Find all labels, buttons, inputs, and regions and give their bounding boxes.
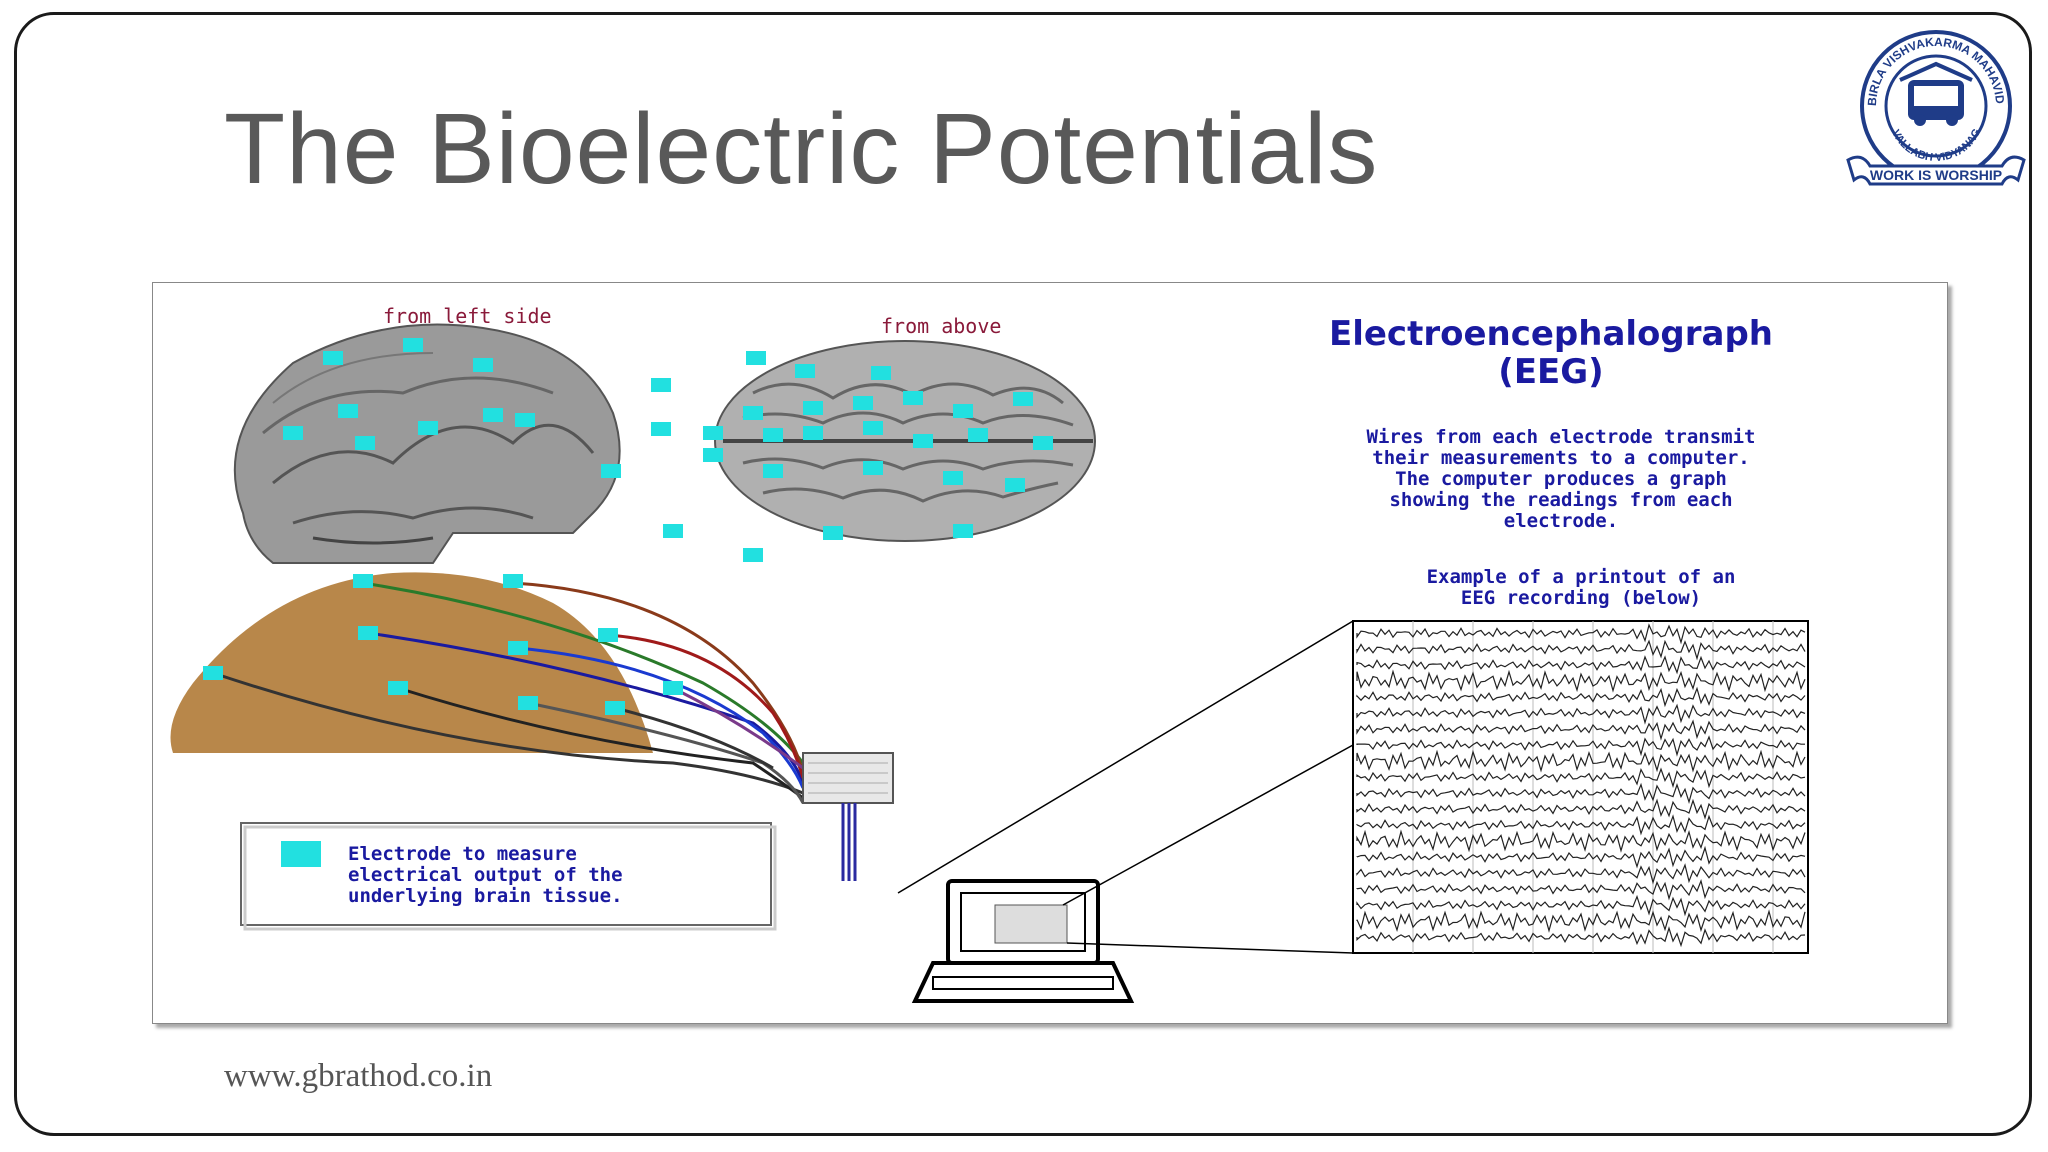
electrode-marker bbox=[651, 422, 671, 436]
electrodes bbox=[203, 338, 1053, 715]
brain-top-view bbox=[714, 340, 1096, 542]
electrode-marker bbox=[651, 378, 671, 392]
eeg-printout bbox=[1352, 620, 1809, 954]
description-line: Wires from each electrode transmit bbox=[1367, 426, 1756, 448]
brain-side-view bbox=[233, 323, 621, 564]
label-left-view: from left side bbox=[383, 304, 552, 328]
electrode-marker bbox=[953, 524, 973, 538]
electrode-marker bbox=[743, 548, 763, 562]
electrode-marker bbox=[515, 413, 535, 427]
electrode-marker bbox=[871, 366, 891, 380]
electrode-marker bbox=[598, 628, 618, 642]
eeg-trace bbox=[1356, 845, 1806, 869]
eeg-trace bbox=[1356, 926, 1806, 948]
logo-motto: WORK IS WORSHIP bbox=[1870, 167, 2002, 183]
electrode-marker bbox=[803, 401, 823, 415]
legend-line: underlying brain tissue. bbox=[348, 885, 623, 907]
slide-title: The Bioelectric Potentials bbox=[224, 93, 1379, 205]
electrode-marker bbox=[403, 338, 423, 352]
eeg-trace bbox=[1356, 863, 1806, 885]
legend-line: Electrode to measure bbox=[348, 843, 577, 865]
eeg-trace bbox=[1356, 686, 1806, 708]
eeg-trace bbox=[1356, 829, 1806, 853]
electrode-marker bbox=[503, 574, 523, 588]
footer-url: www.gbrathod.co.in bbox=[224, 1058, 493, 1094]
eeg-trace bbox=[1356, 879, 1806, 901]
electrode-legend-icon bbox=[281, 841, 321, 867]
electrode-marker bbox=[418, 421, 438, 435]
legend-box: Electrode to measure electrical output o… bbox=[240, 822, 777, 931]
eeg-trace bbox=[1356, 655, 1806, 675]
legend-line: electrical output of the bbox=[348, 864, 623, 886]
electrode-marker bbox=[473, 358, 493, 372]
electrode-marker bbox=[283, 426, 303, 440]
electrode-marker bbox=[703, 426, 723, 440]
electrode-marker bbox=[953, 404, 973, 418]
description-line: The computer produces a graph bbox=[1395, 468, 1727, 490]
eeg-trace bbox=[1356, 623, 1806, 645]
electrode-marker bbox=[763, 464, 783, 478]
electrode-marker bbox=[943, 471, 963, 485]
eeg-trace bbox=[1356, 782, 1806, 804]
electrode-marker bbox=[353, 574, 373, 588]
electrode-marker bbox=[795, 364, 815, 378]
electrode-marker bbox=[863, 421, 883, 435]
electrode-marker bbox=[518, 696, 538, 710]
eeg-trace bbox=[1356, 749, 1806, 773]
electrode-marker bbox=[388, 681, 408, 695]
electrode-marker bbox=[483, 408, 503, 422]
electrode-marker bbox=[508, 641, 528, 655]
electrode-marker bbox=[968, 428, 988, 442]
electrode-marker bbox=[358, 626, 378, 640]
electrode-marker bbox=[323, 351, 343, 365]
electrode-marker bbox=[355, 436, 375, 450]
electrode-marker bbox=[853, 396, 873, 410]
electrode-marker bbox=[1033, 436, 1053, 450]
eeg-diagram: from left side from above bbox=[152, 282, 1948, 1024]
college-logo: BIRLA VISHVAKARMA MAHAVIDYALAYA VALLABH … bbox=[1840, 28, 2026, 186]
electrode-marker bbox=[763, 428, 783, 442]
eeg-trace bbox=[1356, 814, 1806, 836]
eeg-trace bbox=[1356, 639, 1806, 661]
electrode-marker bbox=[913, 434, 933, 448]
electrode-marker bbox=[203, 666, 223, 680]
eeg-trace bbox=[1356, 669, 1806, 693]
electrode-marker bbox=[605, 701, 625, 715]
amplifier-box bbox=[802, 752, 894, 804]
eeg-heading-line1: Electroencephalograph bbox=[1329, 314, 1773, 354]
head-profile bbox=[170, 572, 653, 753]
computer-icon bbox=[911, 879, 1135, 1003]
cable bbox=[841, 803, 857, 881]
electrode-marker bbox=[746, 351, 766, 365]
logo-emblem-icon bbox=[1899, 61, 1973, 126]
description-line: their measurements to a computer. bbox=[1372, 447, 1750, 469]
description-line: showing the readings from each bbox=[1389, 489, 1732, 511]
eeg-trace bbox=[1356, 798, 1806, 820]
zoom-lines bbox=[897, 620, 1354, 954]
printout-caption-line: EEG recording (below) bbox=[1461, 587, 1701, 609]
eeg-trace bbox=[1356, 719, 1806, 741]
electrode-marker bbox=[663, 524, 683, 538]
eeg-trace bbox=[1356, 894, 1806, 917]
electrode-marker bbox=[338, 404, 358, 418]
printout-caption-line: Example of a printout of an bbox=[1427, 566, 1736, 588]
electrode-marker bbox=[1013, 392, 1033, 406]
electrode-marker bbox=[601, 464, 621, 478]
label-top-view: from above bbox=[881, 314, 1001, 338]
electrode-wires bbox=[212, 581, 805, 804]
electrode-marker bbox=[663, 681, 683, 695]
electrode-marker bbox=[743, 406, 763, 420]
eeg-trace bbox=[1356, 767, 1806, 789]
eeg-trace bbox=[1356, 735, 1805, 757]
eeg-trace bbox=[1356, 703, 1806, 725]
electrode-marker bbox=[803, 426, 823, 440]
eeg-heading-line2: (EEG) bbox=[1498, 352, 1603, 392]
electrode-marker bbox=[903, 391, 923, 405]
eeg-trace bbox=[1356, 909, 1806, 933]
description-line: electrode. bbox=[1504, 510, 1618, 532]
electrode-marker bbox=[863, 461, 883, 475]
electrode-marker bbox=[823, 526, 843, 540]
electrode-marker bbox=[703, 448, 723, 462]
electrode-marker bbox=[1005, 478, 1025, 492]
